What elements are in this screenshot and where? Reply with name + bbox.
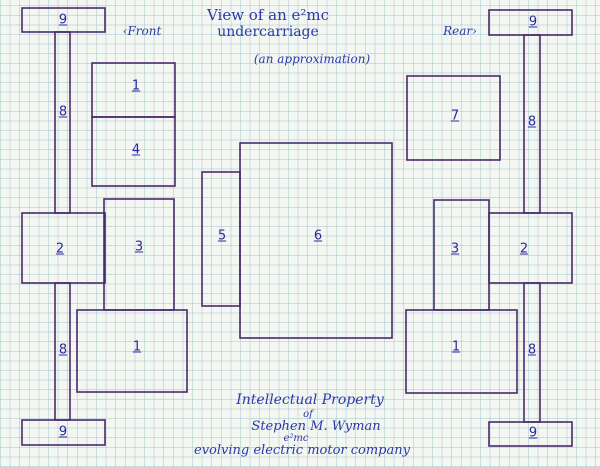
front-axle-upper xyxy=(54,31,71,214)
label-front-part-1-top: 1 xyxy=(131,78,141,94)
label-front-axle-lower: 8 xyxy=(58,342,68,358)
label-part-7: 7 xyxy=(450,108,460,124)
footer-line-5: evolving electric motor company xyxy=(194,443,410,458)
rear-part-1 xyxy=(405,309,518,394)
front-part-4 xyxy=(91,116,176,187)
front-direction: ‹Front xyxy=(122,24,162,38)
label-front-hub: 2 xyxy=(55,241,65,257)
footer-line-4: e²mc xyxy=(283,433,309,444)
title-line-2: undercarriage xyxy=(217,24,319,40)
label-part-6: 6 xyxy=(313,228,323,244)
label-front-axle-upper: 8 xyxy=(58,104,68,120)
label-rear-part-1: 1 xyxy=(451,339,461,355)
rear-hub xyxy=(488,212,573,284)
title-note: (an approximation) xyxy=(253,52,371,66)
rear-direction: Rear› xyxy=(443,24,477,38)
footer-line-1: Intellectual Property xyxy=(236,392,384,408)
label-front-bottom-wheel: 9 xyxy=(58,424,68,440)
rear-part-3 xyxy=(433,199,490,311)
rear-axle-upper xyxy=(523,34,541,214)
label-rear-bottom-wheel: 9 xyxy=(528,425,538,441)
front-part-1-bottom xyxy=(76,309,188,393)
rear-bottom-wheel xyxy=(488,421,573,447)
footer-line-3: Stephen M. Wyman xyxy=(251,419,381,434)
label-part-5: 5 xyxy=(217,228,227,244)
label-front-part-4: 4 xyxy=(131,142,141,158)
label-front-part-1-bottom: 1 xyxy=(132,339,142,355)
label-rear-top-wheel: 9 xyxy=(528,14,538,30)
label-front-top-wheel: 9 xyxy=(58,12,68,28)
title-line-1: View of an e²mc xyxy=(206,6,330,24)
footer-line-2: of xyxy=(303,409,313,420)
label-rear-axle-lower: 8 xyxy=(527,342,537,358)
label-front-part-3: 3 xyxy=(134,239,144,255)
label-rear-axle-upper: 8 xyxy=(527,114,537,130)
part-6 xyxy=(239,142,393,339)
label-rear-hub: 2 xyxy=(519,241,529,257)
part-7 xyxy=(406,75,501,161)
front-part-3 xyxy=(103,198,175,311)
front-bottom-wheel xyxy=(21,419,106,446)
label-rear-part-3: 3 xyxy=(450,241,460,257)
